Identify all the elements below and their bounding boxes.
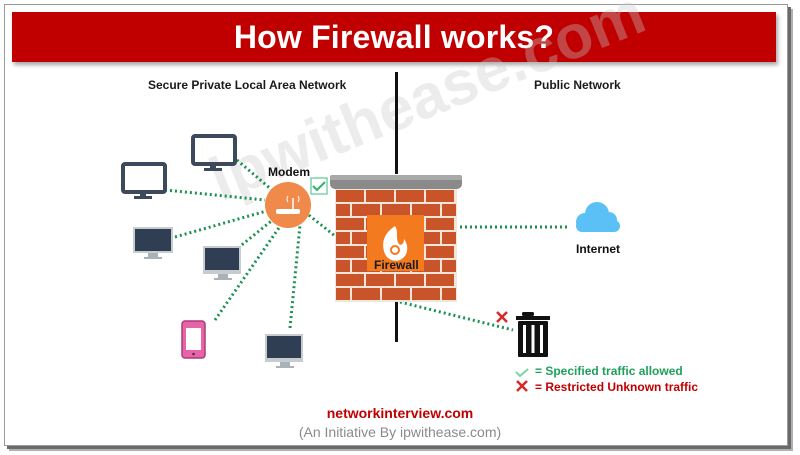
brick (366, 274, 394, 286)
brick (396, 274, 424, 286)
legend-cross-icon (516, 380, 528, 392)
brick (396, 190, 424, 202)
brick (352, 204, 380, 216)
private-network-label: Secure Private Local Area Network (148, 78, 347, 92)
cross-icon (496, 311, 508, 323)
monitor-icon (121, 162, 167, 194)
legend-restricted: = Restricted Unknown traffic (535, 380, 699, 394)
check-icon (310, 177, 328, 195)
desktop-icon (203, 246, 241, 280)
monitor-stand (210, 164, 216, 169)
brick (336, 288, 350, 300)
brick (336, 204, 350, 216)
legend-check-icon (515, 368, 529, 378)
brick (426, 274, 454, 286)
brick (412, 288, 440, 300)
brick (426, 190, 454, 202)
brick (352, 288, 380, 300)
desktop-icon (265, 334, 303, 368)
brick (426, 218, 454, 230)
link-modem-firewall (304, 210, 336, 238)
brick (442, 288, 456, 300)
brick (442, 232, 456, 244)
link-desktop1-modem (174, 208, 271, 239)
monitor-icon (191, 134, 237, 166)
title-banner: How Firewall works? (12, 12, 776, 62)
link-firewall-trash (399, 300, 514, 332)
brick (412, 204, 440, 216)
brick (382, 288, 410, 300)
monitor-base (204, 168, 222, 171)
footer-site: networkinterview.com (326, 405, 474, 421)
smartphone-icon (181, 320, 206, 359)
trash-bin-icon (516, 312, 550, 357)
modem-label: Modem (268, 165, 310, 179)
brick-wall-fire-icon (330, 175, 462, 302)
desktop-icon (133, 227, 173, 259)
legend-allowed: = Specified traffic allowed (535, 364, 683, 378)
brick (336, 232, 350, 244)
brick (336, 246, 364, 258)
brick (336, 260, 350, 272)
public-network-label: Public Network (534, 78, 621, 92)
brick (336, 190, 364, 202)
page-title: How Firewall works? (233, 18, 555, 55)
internet-label: Internet (576, 242, 621, 256)
router-icon (265, 182, 311, 228)
network-divider-top (395, 72, 398, 174)
brick (442, 260, 456, 272)
brick (366, 190, 394, 202)
link-monitor1-modem (164, 188, 266, 202)
network-divider-bottom (395, 300, 398, 342)
brick (442, 204, 456, 216)
brick (336, 274, 364, 286)
link-desktop2-modem (237, 216, 276, 250)
brick (336, 218, 364, 230)
firewall-label: Firewall (374, 258, 419, 272)
footer-tagline: (An Initiative By ipwithease.com) (298, 424, 502, 440)
brick (382, 204, 410, 216)
cloud-icon (576, 202, 620, 232)
brick (426, 246, 454, 258)
link-monitor2-modem (236, 158, 273, 192)
link-desktop3-modem (288, 224, 302, 329)
